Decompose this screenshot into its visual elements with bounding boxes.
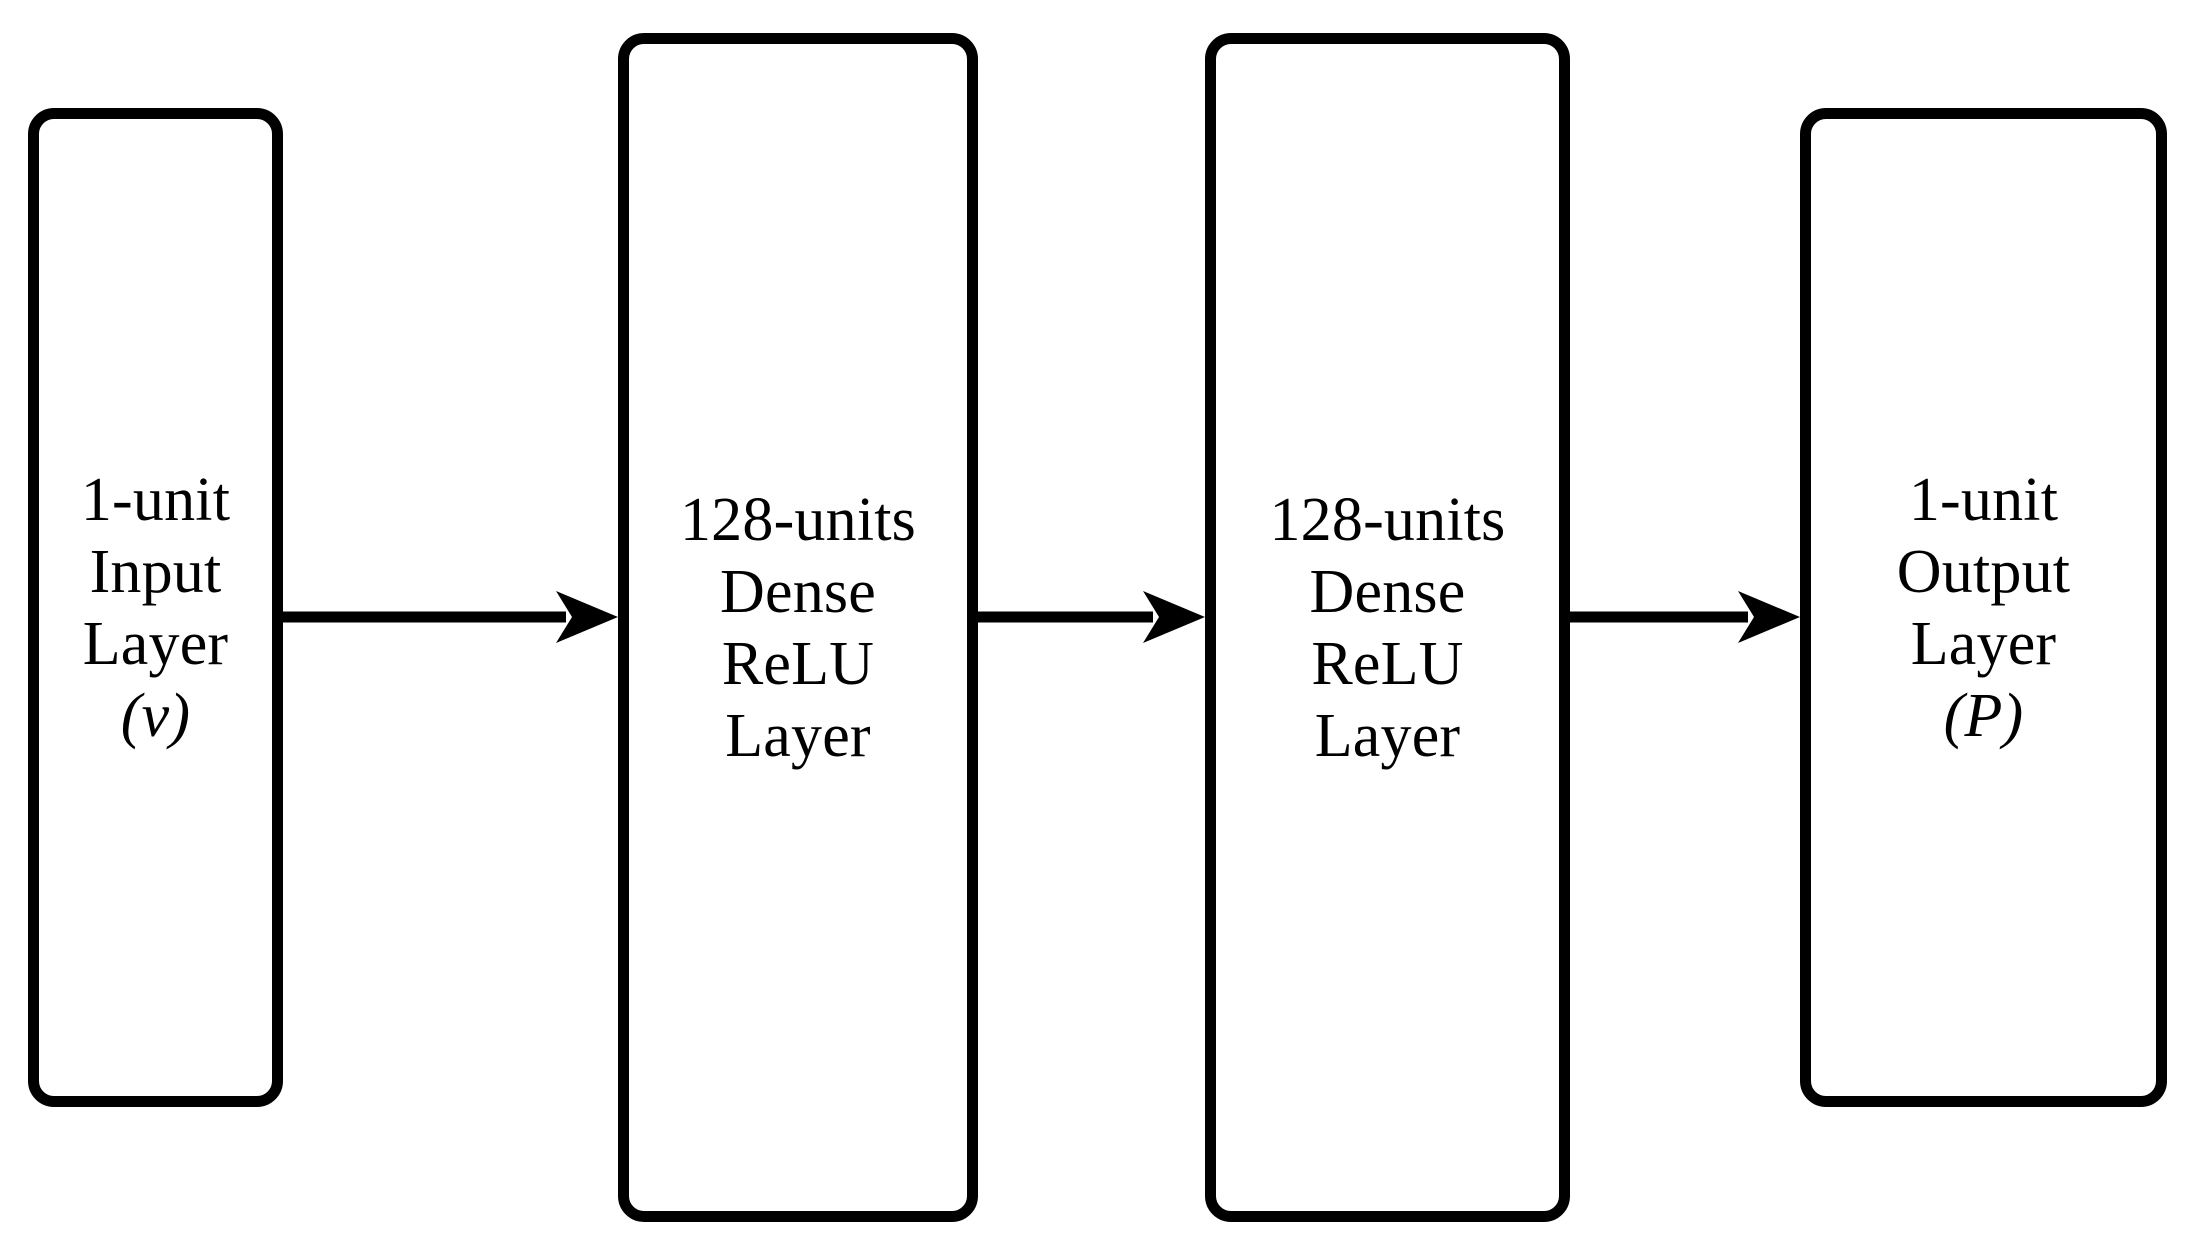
layer-label-line: Layer	[725, 701, 871, 770]
layer-label-line: 1-unit	[1908, 465, 2059, 534]
arrow-shaft	[1570, 611, 1748, 623]
arrow-shaft	[283, 611, 566, 623]
layer-label-line: 128-units	[679, 485, 917, 554]
arrow-head	[556, 591, 618, 643]
layer-label-line: Dense	[720, 557, 876, 626]
arrow-dense-2-to-output	[1570, 587, 1800, 647]
layer-label-line: (P)	[1943, 681, 2024, 750]
layer-label-line: 128-units	[1269, 485, 1506, 554]
layer-label-line: (v)	[120, 681, 191, 750]
arrow-input-to-dense-1	[283, 587, 618, 647]
layer-label-line: Layer	[82, 609, 229, 678]
arrow-dense-1-to-dense-2	[978, 587, 1205, 647]
layer-label-line: Input	[89, 537, 222, 606]
arrow-head	[1738, 591, 1800, 643]
layer-label-line: ReLU	[1311, 629, 1464, 698]
layer-label-line: Layer	[1314, 701, 1461, 770]
layer-label-line: 1-unit	[80, 465, 231, 534]
arrow-shaft	[978, 611, 1153, 623]
layer-label-line: Layer	[1910, 609, 2057, 678]
arrow-head	[1143, 591, 1205, 643]
layer-label-line: ReLU	[721, 629, 875, 698]
layer-label-line: Dense	[1309, 557, 1466, 626]
layer-label-line: Output	[1896, 537, 2071, 606]
